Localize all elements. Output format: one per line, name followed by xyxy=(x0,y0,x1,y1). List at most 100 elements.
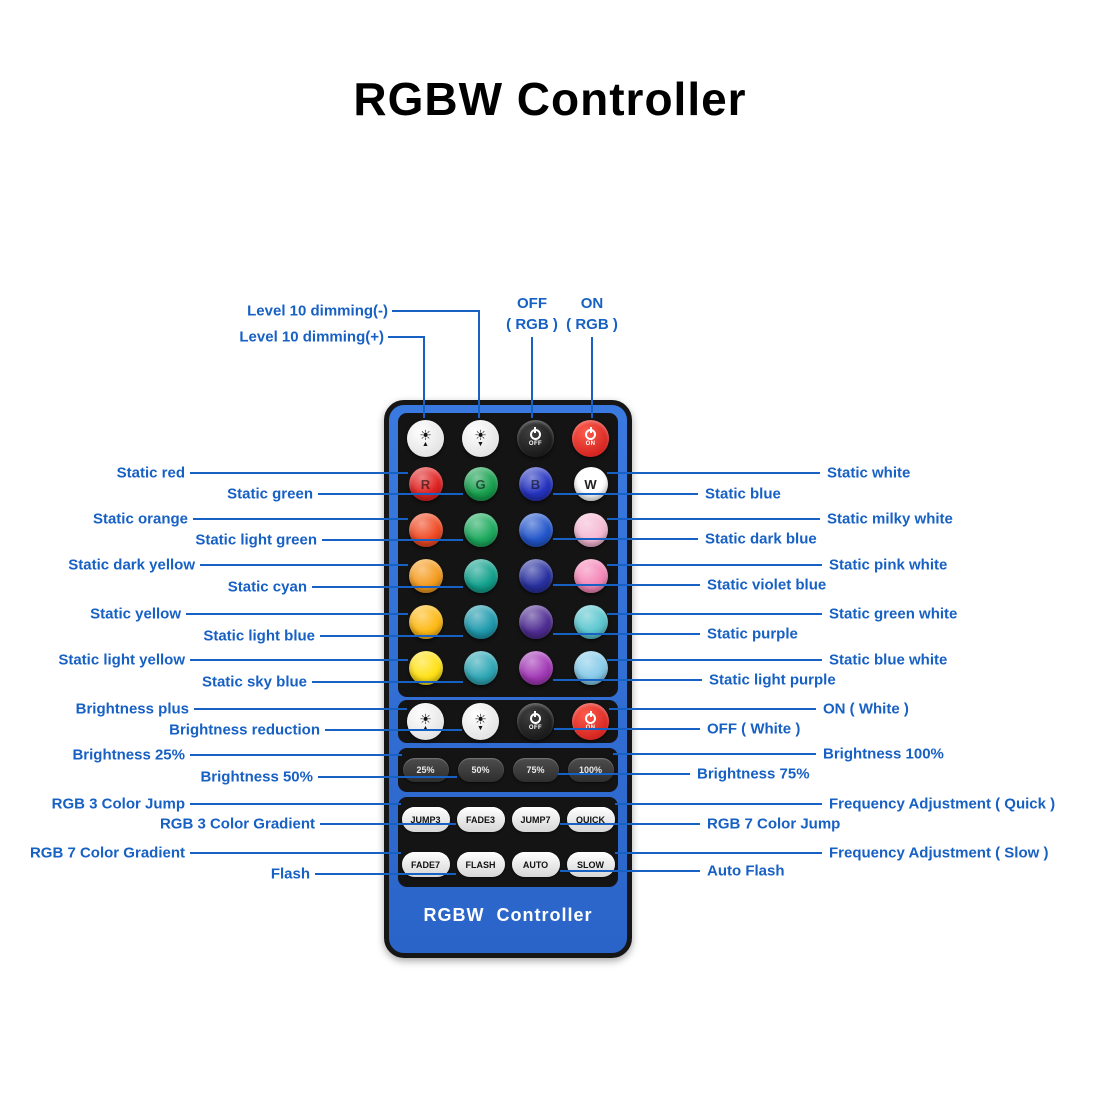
quick-button[interactable]: QUICK xyxy=(566,807,615,832)
label-on-white: ON ( White ) xyxy=(823,700,909,718)
label-static-white: Static white xyxy=(827,464,911,482)
label-rgb-3-color-gradient: RGB 3 Color Gradient xyxy=(159,815,315,833)
power-label: OFF xyxy=(528,724,543,731)
label-brightness-plus: Brightness plus xyxy=(75,700,189,718)
static-green-button[interactable]: G xyxy=(463,467,498,501)
static-yellow-button[interactable] xyxy=(408,605,443,639)
fade7-button[interactable]: FADE7 xyxy=(401,852,450,877)
arrow-glyph: ▼ xyxy=(477,441,484,448)
static-light-blue-button[interactable] xyxy=(463,605,498,639)
remote-brand-label: RGBW Controller xyxy=(423,905,593,925)
color-letter: R xyxy=(420,476,431,492)
leader-line xyxy=(194,708,407,710)
leader-line xyxy=(607,659,822,661)
brightness-50-button[interactable]: 50% xyxy=(457,758,504,782)
off-rgb-button[interactable]: OFF xyxy=(517,419,554,457)
label-rgb-7-color-jump: RGB 7 Color Jump xyxy=(707,815,841,833)
brightness-plus-button[interactable]: ☀▲ xyxy=(407,703,444,740)
label-static-dark-blue: Static dark blue xyxy=(705,530,817,548)
static-white-button[interactable]: W xyxy=(573,467,608,501)
level-10-dimming-minus-button[interactable]: ☀▼ xyxy=(462,419,499,457)
fade3-button[interactable]: FADE3 xyxy=(456,807,505,832)
static-red-button[interactable]: R xyxy=(408,467,443,501)
label-frequency-adjustment-slow: Frequency Adjustment ( Slow ) xyxy=(829,844,1049,862)
label-brightness-75: Brightness 75% xyxy=(697,765,810,783)
on-rgb-button[interactable]: ON xyxy=(572,419,609,457)
static-light-purple-button[interactable] xyxy=(518,651,553,685)
label-static-violet-blue: Static violet blue xyxy=(707,576,827,594)
brightness-75-button[interactable]: 75% xyxy=(512,758,559,782)
jump7-button[interactable]: JUMP7 xyxy=(511,807,560,832)
color-letter: G xyxy=(475,476,486,492)
static-orange-button[interactable] xyxy=(408,513,443,547)
static-purple-button[interactable] xyxy=(518,605,553,639)
leader-line xyxy=(200,564,408,566)
sun-glyph: ☀ xyxy=(419,710,432,727)
flash-button[interactable]: FLASH xyxy=(456,852,505,877)
sun-glyph: ☀ xyxy=(474,427,487,443)
static-blue-button[interactable]: B xyxy=(518,467,553,501)
label-static-light-purple: Static light purple xyxy=(709,671,836,689)
on-white-button[interactable]: ON xyxy=(572,703,609,740)
label-brightness-50: Brightness 50% xyxy=(200,768,313,786)
off-white-button[interactable]: OFF xyxy=(517,703,554,740)
label-static-green-white: Static green white xyxy=(829,605,958,623)
static-dark-yellow-button[interactable] xyxy=(408,559,443,593)
panel-white-controls: ☀▲ ☀▼ OFF ON xyxy=(398,700,618,743)
static-light-green-button[interactable] xyxy=(463,513,498,547)
label-brightness-100: Brightness 100% xyxy=(823,745,944,763)
label-brightness-25: Brightness 25% xyxy=(72,746,185,764)
static-milky-white-button[interactable] xyxy=(573,513,608,547)
leader-line xyxy=(607,613,822,615)
brightness-100-button[interactable]: 100% xyxy=(567,758,614,782)
static-cyan-button[interactable] xyxy=(463,559,498,593)
leader-line xyxy=(615,852,822,854)
power-label: ON xyxy=(585,724,596,731)
label-static-blue-white: Static blue white xyxy=(829,651,948,669)
static-light-yellow-button[interactable] xyxy=(408,651,443,685)
label-rgb-7-color-gradient: RGB 7 Color Gradient xyxy=(29,844,185,862)
label-level-10-dimming: Level 10 dimming(-) xyxy=(247,302,388,320)
leader-line xyxy=(392,310,480,312)
brightness-reduction-button[interactable]: ☀▼ xyxy=(462,703,499,740)
static-dark-blue-button[interactable] xyxy=(518,513,553,547)
label-flash: Flash xyxy=(270,865,310,883)
label-static-purple: Static purple xyxy=(707,625,798,643)
auto-button[interactable]: AUTO xyxy=(511,852,560,877)
leader-line xyxy=(186,613,408,615)
slow-button[interactable]: SLOW xyxy=(566,852,615,877)
label-frequency-adjustment-quick: Frequency Adjustment ( Quick ) xyxy=(829,795,1056,813)
label-static-orange: Static orange xyxy=(92,510,188,528)
level-10-dimming-plus-button[interactable]: ☀▲ xyxy=(407,419,444,457)
label-static-milky-white: Static milky white xyxy=(827,510,953,528)
static-sky-blue-button[interactable] xyxy=(463,651,498,685)
jump3-button[interactable]: JUMP3 xyxy=(401,807,450,832)
arrow-glyph: ▲ xyxy=(422,724,429,732)
static-pink-white-button[interactable] xyxy=(573,559,608,593)
brightness-25-button[interactable]: 25% xyxy=(402,758,449,782)
label-on-rgb: ON( RGB ) xyxy=(560,293,624,335)
power-ring xyxy=(529,712,541,724)
power-icon: OFF xyxy=(529,429,542,447)
label-static-light-green: Static light green xyxy=(195,531,317,549)
static-violet-blue-button[interactable] xyxy=(518,559,553,593)
static-blue-white-button[interactable] xyxy=(573,651,608,685)
leader-line xyxy=(607,472,820,474)
label-main: ON xyxy=(580,295,604,312)
power-icon: ON xyxy=(585,429,596,447)
label-static-yellow: Static yellow xyxy=(90,605,181,623)
leader-line xyxy=(388,336,425,338)
leader-line xyxy=(190,472,408,474)
power-label: ON xyxy=(585,441,596,447)
power-icon: OFF xyxy=(528,712,543,731)
color-letter: B xyxy=(530,476,541,492)
label-level-10-dimming: Level 10 dimming(+) xyxy=(239,328,384,346)
leader-line xyxy=(607,564,822,566)
label-static-green: Static green xyxy=(227,485,313,503)
label-static-blue: Static blue xyxy=(705,485,781,503)
page-title: RGBW Controller xyxy=(353,73,747,125)
color-letter: W xyxy=(584,476,597,492)
label-auto-flash: Auto Flash xyxy=(707,862,785,880)
static-green-white-button[interactable] xyxy=(573,605,608,639)
